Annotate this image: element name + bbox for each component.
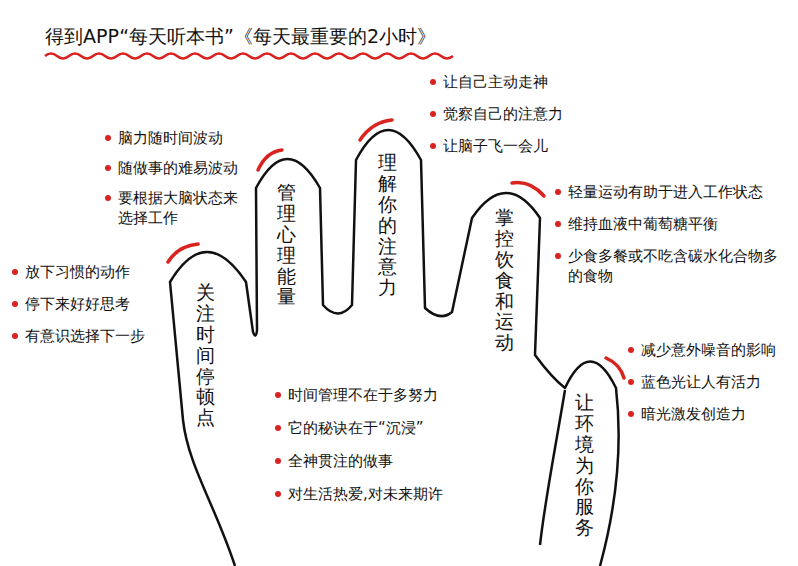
bullet-item: 随做事的难易波动 xyxy=(105,158,238,178)
bullet-item: 蓝色光让人有活力 xyxy=(628,372,761,392)
bullet-text: 觉察自己的注意力 xyxy=(443,104,563,124)
bullet-dot xyxy=(628,411,634,417)
bullet-dot xyxy=(105,165,111,171)
bullet-item: 时间管理不在于多努力 xyxy=(275,385,438,405)
fingertip-mark xyxy=(258,150,282,170)
bullet-dot xyxy=(275,458,281,464)
bullet-item: 觉察自己的注意力 xyxy=(430,104,563,124)
finger-label: 关注时间停顿点 xyxy=(196,282,215,428)
bullet-text: 全神贯注的做事 xyxy=(288,451,393,471)
finger-text: 关注时间停顿点 xyxy=(196,282,215,428)
bullet-text: 停下来好好思考 xyxy=(25,294,130,314)
fingertip-mark xyxy=(168,244,198,262)
bullet-item: 放下习惯的动作 xyxy=(12,262,130,282)
bullet-item: 停下来好好思考 xyxy=(12,294,130,314)
bullet-item: 要根据大脑状态来选择工作 xyxy=(105,188,245,229)
bullet-dot xyxy=(275,392,281,398)
finger-label: 让环境为你服务 xyxy=(575,392,594,538)
bullet-text: 让脑子飞一会儿 xyxy=(443,136,548,156)
bullet-item: 脑力随时间波动 xyxy=(105,128,223,148)
bullet-text: 要根据大脑状态来选择工作 xyxy=(118,188,245,229)
bullet-dot xyxy=(12,333,18,339)
finger-label: 理解你的注意力 xyxy=(378,152,397,298)
bullet-text: 有意识选择下一步 xyxy=(25,326,145,346)
bullet-dot xyxy=(105,195,111,201)
finger-text: 掌控饮食和运动 xyxy=(495,207,514,353)
bullet-dot xyxy=(555,253,561,259)
bullet-item: 全神贯注的做事 xyxy=(275,451,393,471)
bullet-text: 对生活热爱,对未来期许 xyxy=(288,484,443,504)
title-underline xyxy=(45,54,453,59)
bullet-dot xyxy=(105,135,111,141)
bullet-text: 让自己主动走神 xyxy=(443,72,548,92)
diagram-title: 得到APP“每天听本书”《每天最重要的2小时》 xyxy=(45,24,436,50)
bullet-text: 放下习惯的动作 xyxy=(25,262,130,282)
fingertip-mark xyxy=(606,358,624,378)
bullet-item: 对生活热爱,对未来期许 xyxy=(275,484,443,504)
bullet-text: 蓝色光让人有活力 xyxy=(641,372,761,392)
bullet-item: 维持血液中葡萄糖平衡 xyxy=(555,214,718,234)
bullet-dot xyxy=(430,143,436,149)
bullet-dot xyxy=(555,189,561,195)
finger-text: 让环境为你服务 xyxy=(575,392,594,538)
bullet-dot xyxy=(12,301,18,307)
bullet-item: 轻量运动有助于进入工作状态 xyxy=(555,182,763,202)
fingertip-mark xyxy=(360,120,392,140)
bullet-text: 它的秘诀在于“沉浸” xyxy=(288,418,424,438)
bullet-text: 维持血液中葡萄糖平衡 xyxy=(568,214,718,234)
bullet-item: 暗光激发创造力 xyxy=(628,404,746,424)
bullet-dot xyxy=(430,111,436,117)
finger-text: 管理心理能量 xyxy=(277,182,296,307)
bullet-dot xyxy=(12,269,18,275)
bullet-dot xyxy=(628,347,634,353)
bullet-text: 少食多餐或不吃含碳水化合物多的食物 xyxy=(568,246,783,287)
bullet-dot xyxy=(275,425,281,431)
bullet-text: 暗光激发创造力 xyxy=(641,404,746,424)
bullet-item: 有意识选择下一步 xyxy=(12,326,145,346)
finger-label: 掌控饮食和运动 xyxy=(495,207,514,353)
bullet-item: 让自己主动走神 xyxy=(430,72,548,92)
finger-text: 理解你的注意力 xyxy=(378,152,397,298)
bullet-dot xyxy=(555,221,561,227)
bullet-item: 减少意外噪音的影响 xyxy=(628,340,776,360)
bullet-text: 轻量运动有助于进入工作状态 xyxy=(568,182,763,202)
bullet-item: 让脑子飞一会儿 xyxy=(430,136,548,156)
bullet-item: 它的秘诀在于“沉浸” xyxy=(275,418,424,438)
bullet-text: 脑力随时间波动 xyxy=(118,128,223,148)
bullet-text: 随做事的难易波动 xyxy=(118,158,238,178)
bullet-dot xyxy=(275,491,281,497)
bullet-text: 减少意外噪音的影响 xyxy=(641,340,776,360)
fingertip-mark xyxy=(512,183,544,196)
bullet-text: 时间管理不在于多努力 xyxy=(288,385,438,405)
finger-label: 管理心理能量 xyxy=(277,182,296,307)
thumb-line xyxy=(540,390,565,545)
bullet-dot xyxy=(628,379,634,385)
bullet-dot xyxy=(430,79,436,85)
bullet-item: 少食多餐或不吃含碳水化合物多的食物 xyxy=(555,246,783,287)
